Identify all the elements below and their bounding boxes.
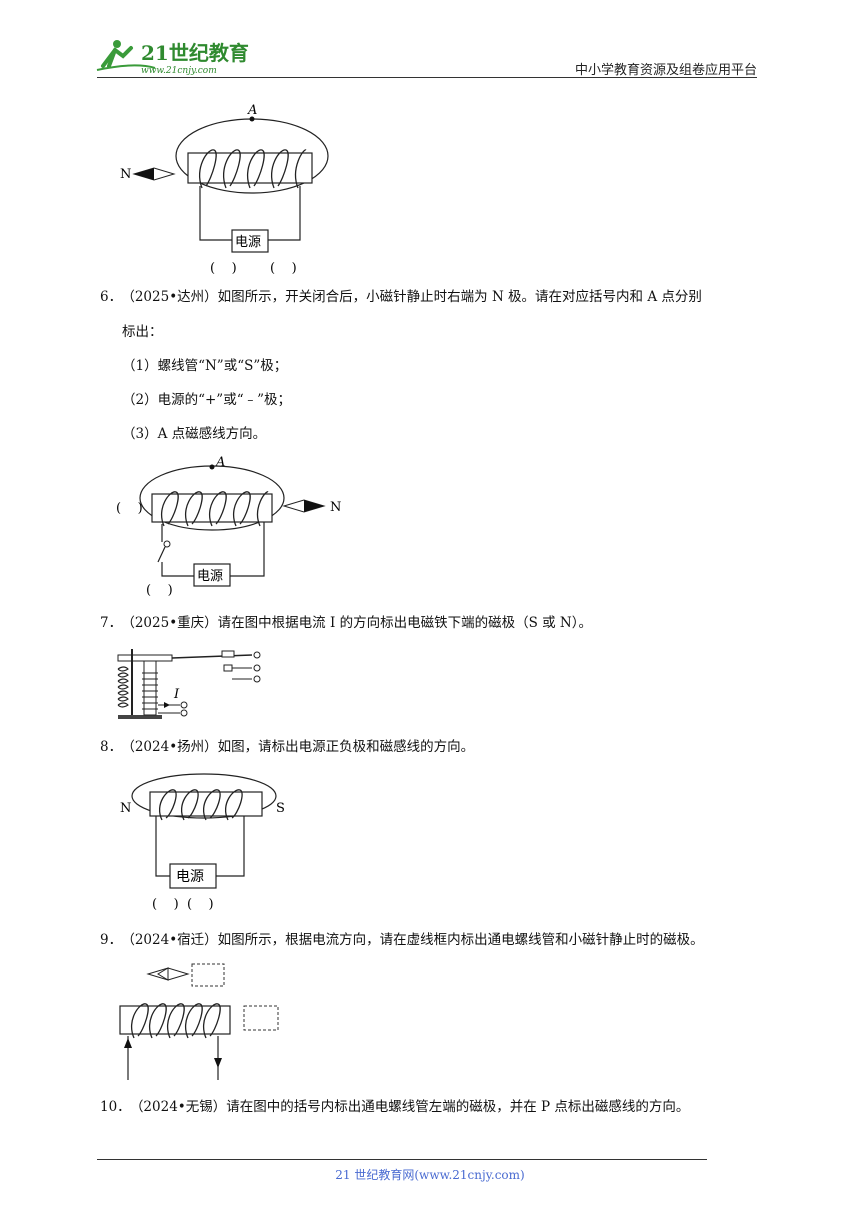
- question-text: （2025•达州）如图所示，开关闭合后，小磁针静止时右端为 N 极。请在对应括号…: [128, 289, 702, 305]
- current-arrow: [164, 702, 170, 708]
- question-9: 9． （2024•宿迁）如图所示，根据电流方向，请在虚线框内标出通电螺线管和小磁针…: [100, 930, 780, 950]
- power-label: 电源: [176, 869, 204, 885]
- logo-runner-icon: 21世纪教育 www.21cnjy.com: [96, 40, 249, 76]
- dashed-box-needle[interactable]: [191, 963, 225, 987]
- dashed-box-solenoid[interactable]: [243, 1005, 279, 1031]
- footer-link[interactable]: 21 世纪教育网(www.21cnjy.com): [335, 1168, 525, 1182]
- question-text: （2024•宿迁）如图所示，根据电流方向，请在虚线框内标出通电螺线管和小磁针静止…: [128, 932, 704, 948]
- power-source: [231, 229, 269, 253]
- bracket-left: ( ): [116, 501, 143, 516]
- electromagnet-coil: [142, 672, 158, 710]
- logo-text: 21世纪教育: [141, 41, 249, 65]
- bracket-right: ( ): [270, 261, 297, 276]
- platform-title: 中小学教育资源及组卷应用平台: [574, 63, 757, 78]
- solenoid-coil: [131, 1003, 221, 1039]
- question-7: 7． （2025•重庆）请在图中根据电流 I 的方向标出电磁铁下端的磁极（S 或 …: [100, 613, 780, 633]
- relay-base: [118, 715, 162, 719]
- solenoid-core: [151, 493, 273, 523]
- switch: [157, 546, 166, 563]
- terminal: [180, 709, 188, 717]
- question-text: （2025•重庆）请在图中根据电流 I 的方向标出电磁铁下端的磁极（S 或 N）…: [128, 615, 592, 631]
- spring: [117, 666, 129, 708]
- question-number: 6．: [100, 289, 123, 305]
- solenoid-core: [187, 152, 313, 184]
- power-label: 电源: [197, 569, 223, 584]
- question-text: （2024•无锡）请在图中的括号内标出通电螺线管左端的磁极，并在 P 点标出磁感…: [136, 1099, 690, 1115]
- question-item: （2）电源的“+”或“﹣”极；: [122, 392, 292, 408]
- figure-q7-relay: I: [117, 649, 261, 719]
- logo-url: www.21cnjy.com: [141, 66, 217, 76]
- question-number: 9．: [100, 932, 123, 948]
- question-number: 10．: [100, 1099, 131, 1115]
- figure-solenoid-top: A 电源 N ( ) ( ): [120, 103, 329, 276]
- point-a: [209, 464, 215, 470]
- footer-divider: [97, 1159, 707, 1160]
- power-source: [169, 863, 217, 889]
- question-item: （1）螺线管“N”或“S”极；: [122, 358, 288, 374]
- question-10: 10． （2024•无锡）请在图中的括号内标出通电螺线管左端的磁极，并在 P 点标…: [100, 1097, 780, 1117]
- relay-armature: [117, 654, 173, 662]
- header-divider: [97, 77, 757, 78]
- question-text-cont: 标出：: [122, 324, 163, 340]
- question-number: 7．: [100, 615, 123, 631]
- power-source: [193, 563, 231, 587]
- terminal: [253, 675, 261, 683]
- switch-contact: [163, 540, 171, 548]
- terminal: [253, 651, 261, 659]
- solenoid-coil: [159, 789, 243, 821]
- point-a-label: A: [215, 455, 225, 470]
- electromagnet-core: [143, 660, 157, 716]
- field-line: [131, 773, 277, 819]
- needle-n-label: N: [120, 167, 131, 182]
- figure-q6: A 电源 ( ) N ( ): [116, 455, 341, 598]
- bracket-bottom: ( ): [146, 583, 173, 598]
- current-arrow-up: [124, 1038, 132, 1048]
- solenoid-core: [149, 791, 263, 817]
- solenoid-coil: [161, 491, 269, 527]
- question-item: （3）A 点磁感线方向。: [122, 426, 267, 442]
- pole-s-label: S: [276, 801, 285, 816]
- current-arrow-down: [214, 1058, 222, 1068]
- point-a: [249, 116, 255, 122]
- figure-q8: N S 电源 ( ) ( ): [120, 773, 285, 912]
- figure-q9: [119, 963, 279, 1080]
- needle-n-label: N: [330, 500, 341, 515]
- bracket-left: ( ): [210, 261, 237, 276]
- question-8: 8． （2024•扬州）如图，请标出电源正负极和磁感线的方向。: [100, 737, 780, 757]
- question-text: （2024•扬州）如图，请标出电源正负极和磁感线的方向。: [128, 739, 475, 755]
- current-label: I: [173, 687, 180, 702]
- brackets: ( ) ( ): [152, 897, 214, 912]
- terminal: [253, 664, 261, 672]
- question-number: 8．: [100, 739, 123, 755]
- question-6: 6． （2025•达州）如图所示，开关闭合后，小磁针静止时右端为 N 极。请在对应…: [100, 287, 780, 307]
- site-logo: 21世纪教育 www.21cnjy.com: [95, 36, 255, 76]
- solenoid-core: [119, 1005, 231, 1035]
- point-a-label: A: [247, 103, 257, 118]
- power-label: 电源: [235, 235, 261, 250]
- solenoid-coil: [199, 149, 307, 189]
- terminal: [180, 701, 188, 709]
- pole-n-label: N: [120, 801, 131, 816]
